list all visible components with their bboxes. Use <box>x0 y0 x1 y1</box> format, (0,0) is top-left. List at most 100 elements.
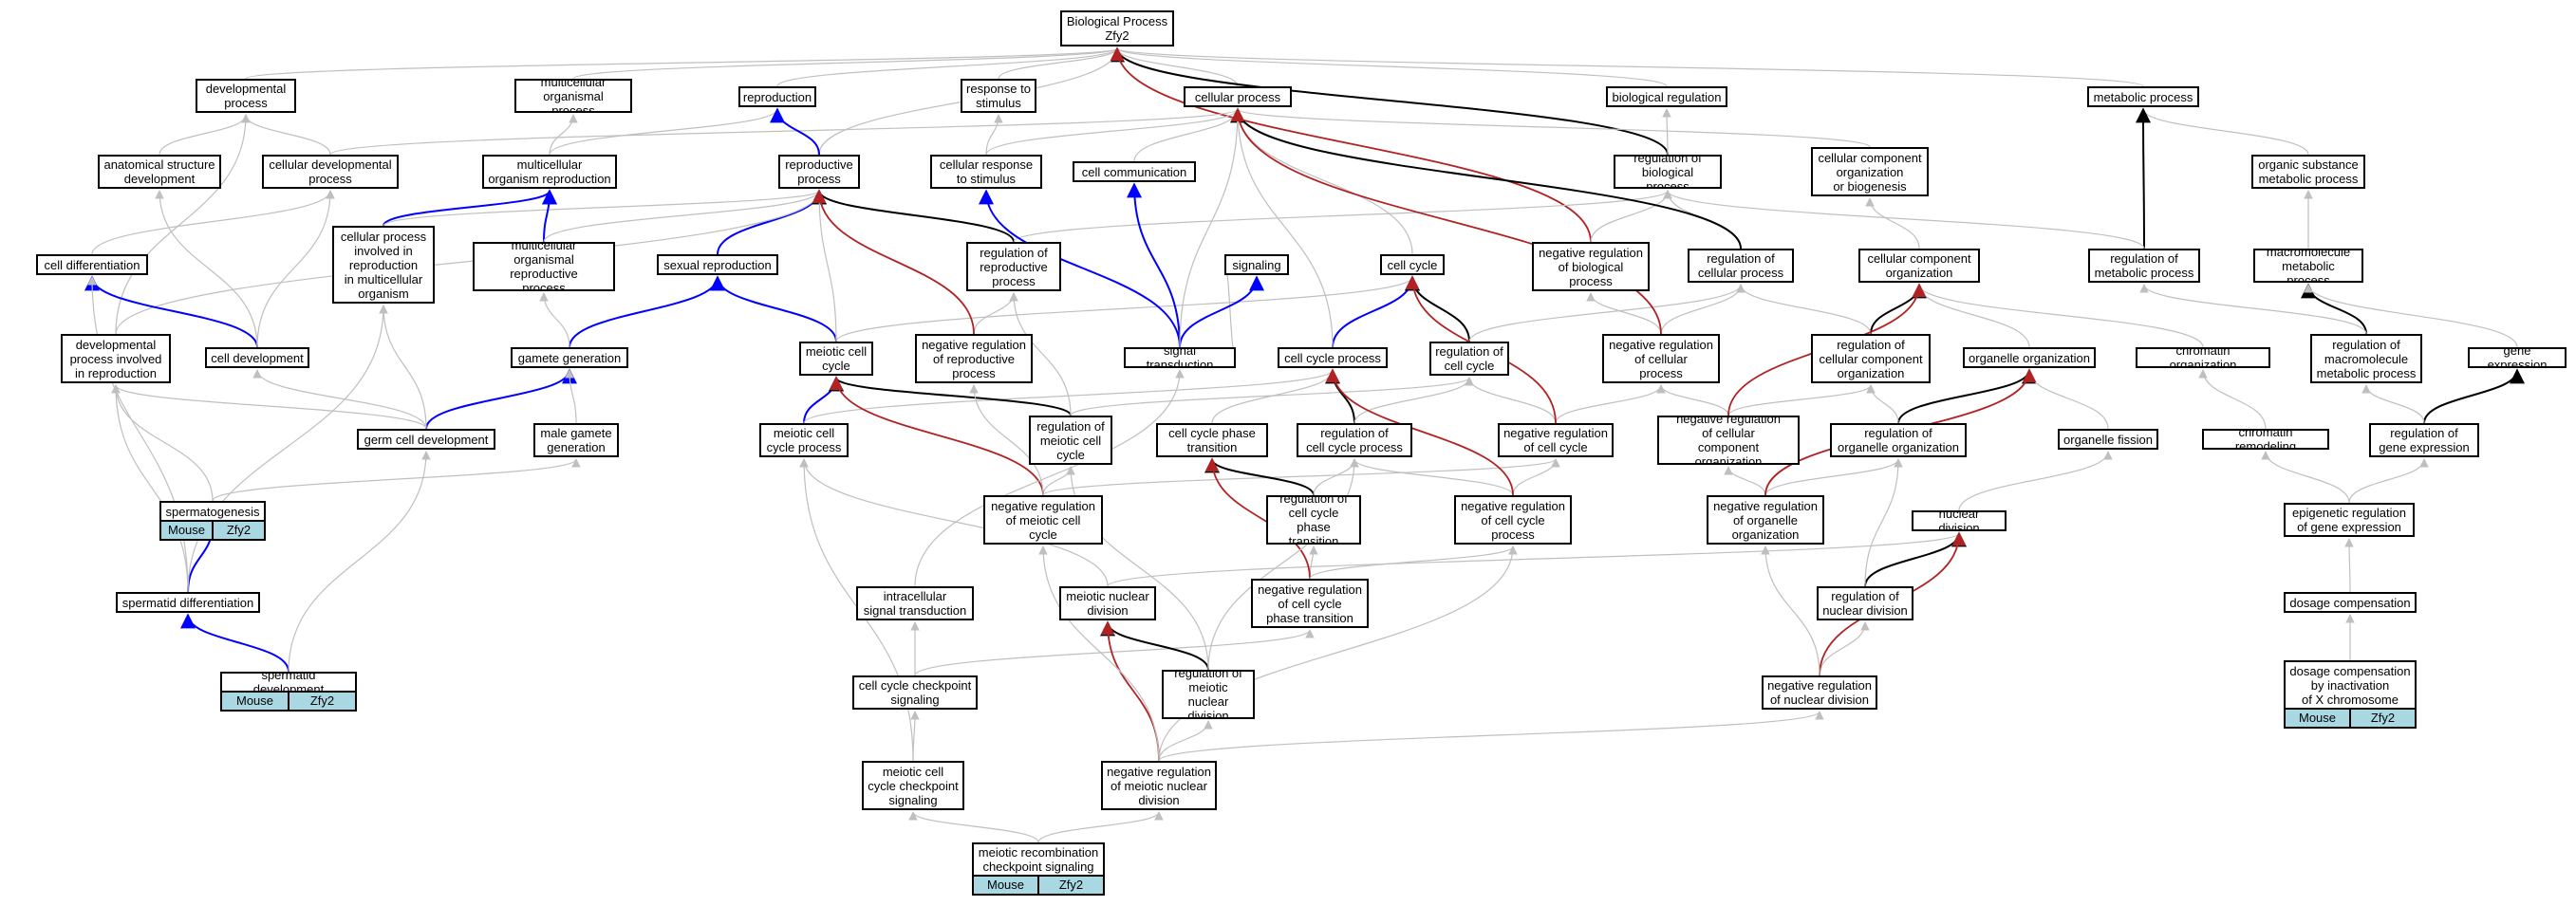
node-reproductive-process[interactable]: reproductive process <box>778 155 860 189</box>
edge-regcell-to-cellproc <box>1230 107 1742 250</box>
node-cellular-component-organization-or-biogenesis[interactable]: cellular component organization or bioge… <box>1811 147 1929 196</box>
annotation-spermatogenesis: Mouse Zfy2 <box>159 522 266 541</box>
node-regulation-of-organelle-organization[interactable]: regulation of organelle organization <box>1830 423 1967 457</box>
node-negative-regulation-of-cellular-component-organization[interactable]: negative regulation of cellular componen… <box>1657 416 1800 465</box>
node-metabolic-process[interactable]: metabolic process <box>2087 86 2199 107</box>
node-dosage-compensation[interactable]: dosage compensation <box>2284 592 2417 613</box>
edge-meicc-to-reproproc <box>814 190 837 342</box>
node-chromatin-organization[interactable]: chromatin organization <box>2136 347 2270 368</box>
node-regulation-of-cellular-component-organization[interactable]: regulation of cellular component organiz… <box>1811 334 1931 383</box>
node-negative-regulation-of-cell-cycle[interactable]: negative regulation of cell cycle <box>1498 423 1614 457</box>
node-dosage-compensation-by-inactivation-of-x-chromosome[interactable]: dosage compensation by inactivation of X… <box>2284 660 2417 710</box>
node-negative-regulation-of-cell-cycle-phase-transition[interactable]: negative regulation of cell cycle phase … <box>1251 579 1369 628</box>
edge-ccproc-to-cellproc <box>1233 108 1334 348</box>
node-regulation-of-cellular-process[interactable]: regulation of cellular process <box>1688 249 1794 283</box>
edge-celldevproc-to-cellproc <box>329 108 1242 156</box>
annotation-gene: Zfy2 <box>288 693 355 710</box>
node-negative-regulation-of-organelle-organization[interactable]: negative regulation of organelle organiz… <box>1707 495 1824 545</box>
node-chromatin-remodeling[interactable]: chromatin remodeling <box>2202 429 2329 450</box>
node-response-to-stimulus[interactable]: response to stimulus <box>961 79 1036 113</box>
node-organelle-organization[interactable]: organelle organization <box>1963 347 2096 368</box>
annotation-species: Mouse <box>167 523 206 537</box>
node-regulation-of-nuclear-division[interactable]: regulation of nuclear division <box>1817 586 1913 620</box>
edge-regccphase-to-regccproc <box>1313 458 1359 496</box>
node-negative-regulation-of-cell-cycle-process[interactable]: negative regulation of cell cycle proces… <box>1454 495 1572 545</box>
node-regulation-of-meiotic-nuclear-division[interactable]: regulation of meiotic nuclear division <box>1162 670 1255 719</box>
node-regulation-of-reproductive-process[interactable]: regulation of reproductive process <box>966 242 1061 291</box>
edge-chromorg-to-ccorg <box>1914 284 2204 348</box>
edge-regnucdiv-to-nucdiv <box>1864 531 1967 587</box>
node-spermatid-differentiation[interactable]: spermatid differentiation <box>116 592 260 613</box>
node-regulation-of-metabolic-process[interactable]: regulation of metabolic process <box>2088 249 2200 283</box>
edge-negregmeinuc-to-negregccproc <box>1158 545 1518 762</box>
node-multicellular-organismal-reproductive-process[interactable]: multicellular organismal reproductive pr… <box>473 242 615 291</box>
node-cell-cycle-checkpoint-signaling[interactable]: cell cycle checkpoint signaling <box>852 675 978 710</box>
edge-negregmeinuc-to-negregnucdiv <box>1158 711 1824 762</box>
node-gamete-generation[interactable]: gamete generation <box>511 347 628 368</box>
node-organic-substance-metabolic-process[interactable]: organic substance metabolic process <box>2251 155 2365 189</box>
node-negative-regulation-of-nuclear-division[interactable]: negative regulation of nuclear division <box>1762 675 1877 710</box>
node-biological-regulation[interactable]: biological regulation <box>1606 86 1727 107</box>
node-gene-expression[interactable]: gene expression <box>2468 347 2567 368</box>
edge-negregccorg-to-regccorg <box>1727 384 1876 416</box>
node-cell-development[interactable]: cell development <box>205 347 309 368</box>
node-developmental-process[interactable]: developmental process <box>196 79 296 113</box>
node-cellular-developmental-process[interactable]: cellular developmental process <box>262 155 399 189</box>
node-cell-cycle[interactable]: cell cycle <box>1380 254 1445 275</box>
edge-regcc-to-cellcycle <box>1405 275 1470 342</box>
node-reproduction[interactable]: reproduction <box>738 86 816 107</box>
node-meiotic-cell-cycle[interactable]: meiotic cell cycle <box>799 342 873 376</box>
node-cell-communication[interactable]: cell communication <box>1073 161 1196 182</box>
node-macromolecule-metabolic-process[interactable]: macromolecule metabolic process <box>2253 249 2363 283</box>
node-developmental-process-involved-in-reproduction[interactable]: developmental process involved in reprod… <box>61 334 171 383</box>
node-meiotic-cell-cycle-checkpoint-signaling[interactable]: meiotic cell cycle checkpoint signaling <box>862 761 964 810</box>
node-regulation-of-cell-cycle-phase-transition[interactable]: regulation of cell cycle phase transitio… <box>1266 495 1361 545</box>
node-regulation-of-macromolecule-metabolic-process[interactable]: regulation of macromolecule metabolic pr… <box>2310 334 2422 383</box>
node-epigenetic-regulation-of-gene-expression[interactable]: epigenetic regulation of gene expression <box>2284 503 2415 537</box>
edge-multirepro-to-repro <box>549 108 782 156</box>
node-biological-process-zfy2[interactable]: Biological Process Zfy2 <box>1060 10 1174 46</box>
node-multicellular-organismal-process[interactable]: multicellular organismal process <box>514 79 632 113</box>
node-nuclear-division[interactable]: nuclear division <box>1912 510 2007 531</box>
node-cell-cycle-process[interactable]: cell cycle process <box>1278 347 1388 368</box>
node-regulation-of-gene-expression[interactable]: regulation of gene expression <box>2369 423 2479 457</box>
node-cell-differentiation[interactable]: cell differentiation <box>36 254 148 275</box>
node-signal-transduction[interactable]: signal transduction <box>1124 347 1236 368</box>
edge-ccproc-to-cellcycle <box>1332 275 1420 348</box>
node-negative-regulation-of-meiotic-nuclear-division[interactable]: negative regulation of meiotic nuclear d… <box>1101 761 1217 810</box>
node-organelle-fission[interactable]: organelle fission <box>2058 429 2158 450</box>
edge-regmetab-to-regbio <box>1663 190 2145 250</box>
node-multicellular-organism-reproduction[interactable]: multicellular organism reproduction <box>482 155 617 189</box>
node-male-gamete-generation[interactable]: male gamete generation <box>533 423 619 457</box>
edge-regmacro-to-regmetab <box>2139 284 2367 335</box>
node-negative-regulation-of-reproductive-process[interactable]: negative regulation of reproductive proc… <box>915 334 1033 383</box>
node-cellular-process[interactable]: cellular process <box>1184 86 1292 107</box>
node-cellular-response-to-stimulus[interactable]: cellular response to stimulus <box>930 155 1042 189</box>
annotation-gene: Zfy2 <box>2349 710 2415 727</box>
node-meiotic-recombination-checkpoint-signaling[interactable]: meiotic recombination checkpoint signali… <box>972 842 1105 877</box>
node-intracellular-signal-transduction[interactable]: intracellular signal transduction <box>856 586 974 620</box>
node-meiotic-cell-cycle-process[interactable]: meiotic cell cycle process <box>759 423 849 457</box>
node-germ-cell-development[interactable]: germ cell development <box>357 429 495 450</box>
node-regulation-of-cell-cycle[interactable]: regulation of cell cycle <box>1429 342 1509 376</box>
node-regulation-of-meiotic-cell-cycle[interactable]: regulation of meiotic cell cycle <box>1029 416 1112 465</box>
node-cellular-component-organization[interactable]: cellular component organization <box>1858 249 1980 283</box>
edge-negregccproc-to-negregcc <box>1512 458 1560 496</box>
node-spermatid-development[interactable]: spermatid development <box>220 672 357 693</box>
node-signaling[interactable]: signaling <box>1224 254 1289 275</box>
node-negative-regulation-of-cellular-process[interactable]: negative regulation of cellular process <box>1602 334 1720 383</box>
node-anatomical-structure-development[interactable]: anatomical structure development <box>98 155 221 189</box>
node-negative-regulation-of-meiotic-cell-cycle[interactable]: negative regulation of meiotic cell cycl… <box>983 495 1103 545</box>
node-cell-cycle-phase-transition[interactable]: cell cycle phase transition <box>1156 423 1268 457</box>
node-negative-regulation-of-biological-process[interactable]: negative regulation of biological proces… <box>1532 242 1650 291</box>
node-sexual-reproduction[interactable]: sexual reproduction <box>657 254 778 275</box>
node-regulation-of-cell-cycle-process[interactable]: regulation of cell cycle process <box>1297 423 1412 457</box>
edge-intrasig-to-sigtrans <box>914 369 1185 587</box>
node-meiotic-nuclear-division[interactable]: meiotic nuclear division <box>1059 586 1156 620</box>
node-cellular-process-involved-in-reproduction[interactable]: cellular process involved in reproductio… <box>332 226 435 304</box>
node-spermatogenesis[interactable]: spermatogenesis <box>159 501 266 522</box>
edge-regrepro-to-reproproc <box>812 189 1015 243</box>
node-regulation-of-biological-process[interactable]: regulation of biological process <box>1614 155 1722 189</box>
edge-spermdiff-to-devinv <box>111 384 189 593</box>
